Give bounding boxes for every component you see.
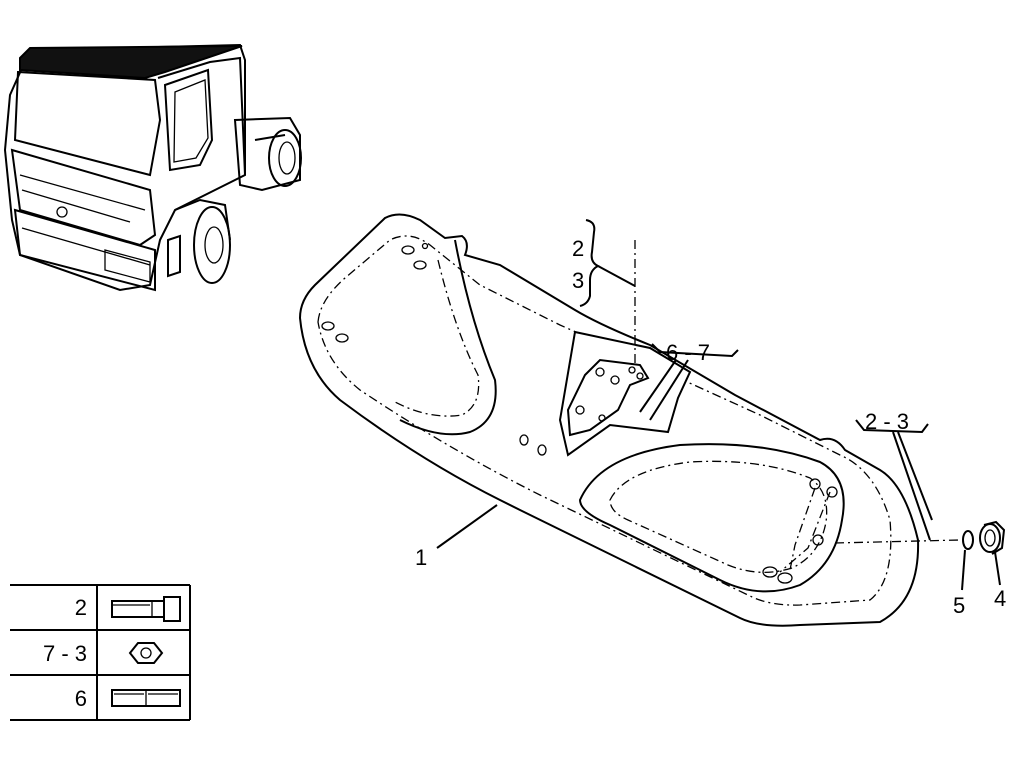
legend-row-label: 6: [75, 686, 87, 711]
callout-4: 4: [994, 586, 1006, 611]
callout-3-top: 3: [572, 268, 584, 293]
truck-illustration: [3, 43, 302, 292]
legend-row-label: 7 - 3: [43, 641, 87, 666]
callout-1: 1: [415, 545, 427, 570]
leader-lines: [436, 219, 1001, 591]
nut-icon: [128, 642, 164, 664]
stud-icon: [111, 689, 181, 707]
callout-5: 5: [953, 593, 965, 618]
bolt-icon: [111, 596, 181, 622]
callout-2-3-right: 2 - 3: [865, 409, 909, 434]
callout-6-7: 6 - 7: [666, 340, 710, 365]
callout-2-top: 2: [572, 236, 584, 261]
nut-part-icon: [979, 520, 1006, 555]
washer-icon: [962, 530, 974, 550]
spoiler-panel: [298, 213, 920, 627]
legend-row-label: 2: [75, 595, 87, 620]
legend-table: 2 7 - 3 6: [10, 584, 191, 721]
